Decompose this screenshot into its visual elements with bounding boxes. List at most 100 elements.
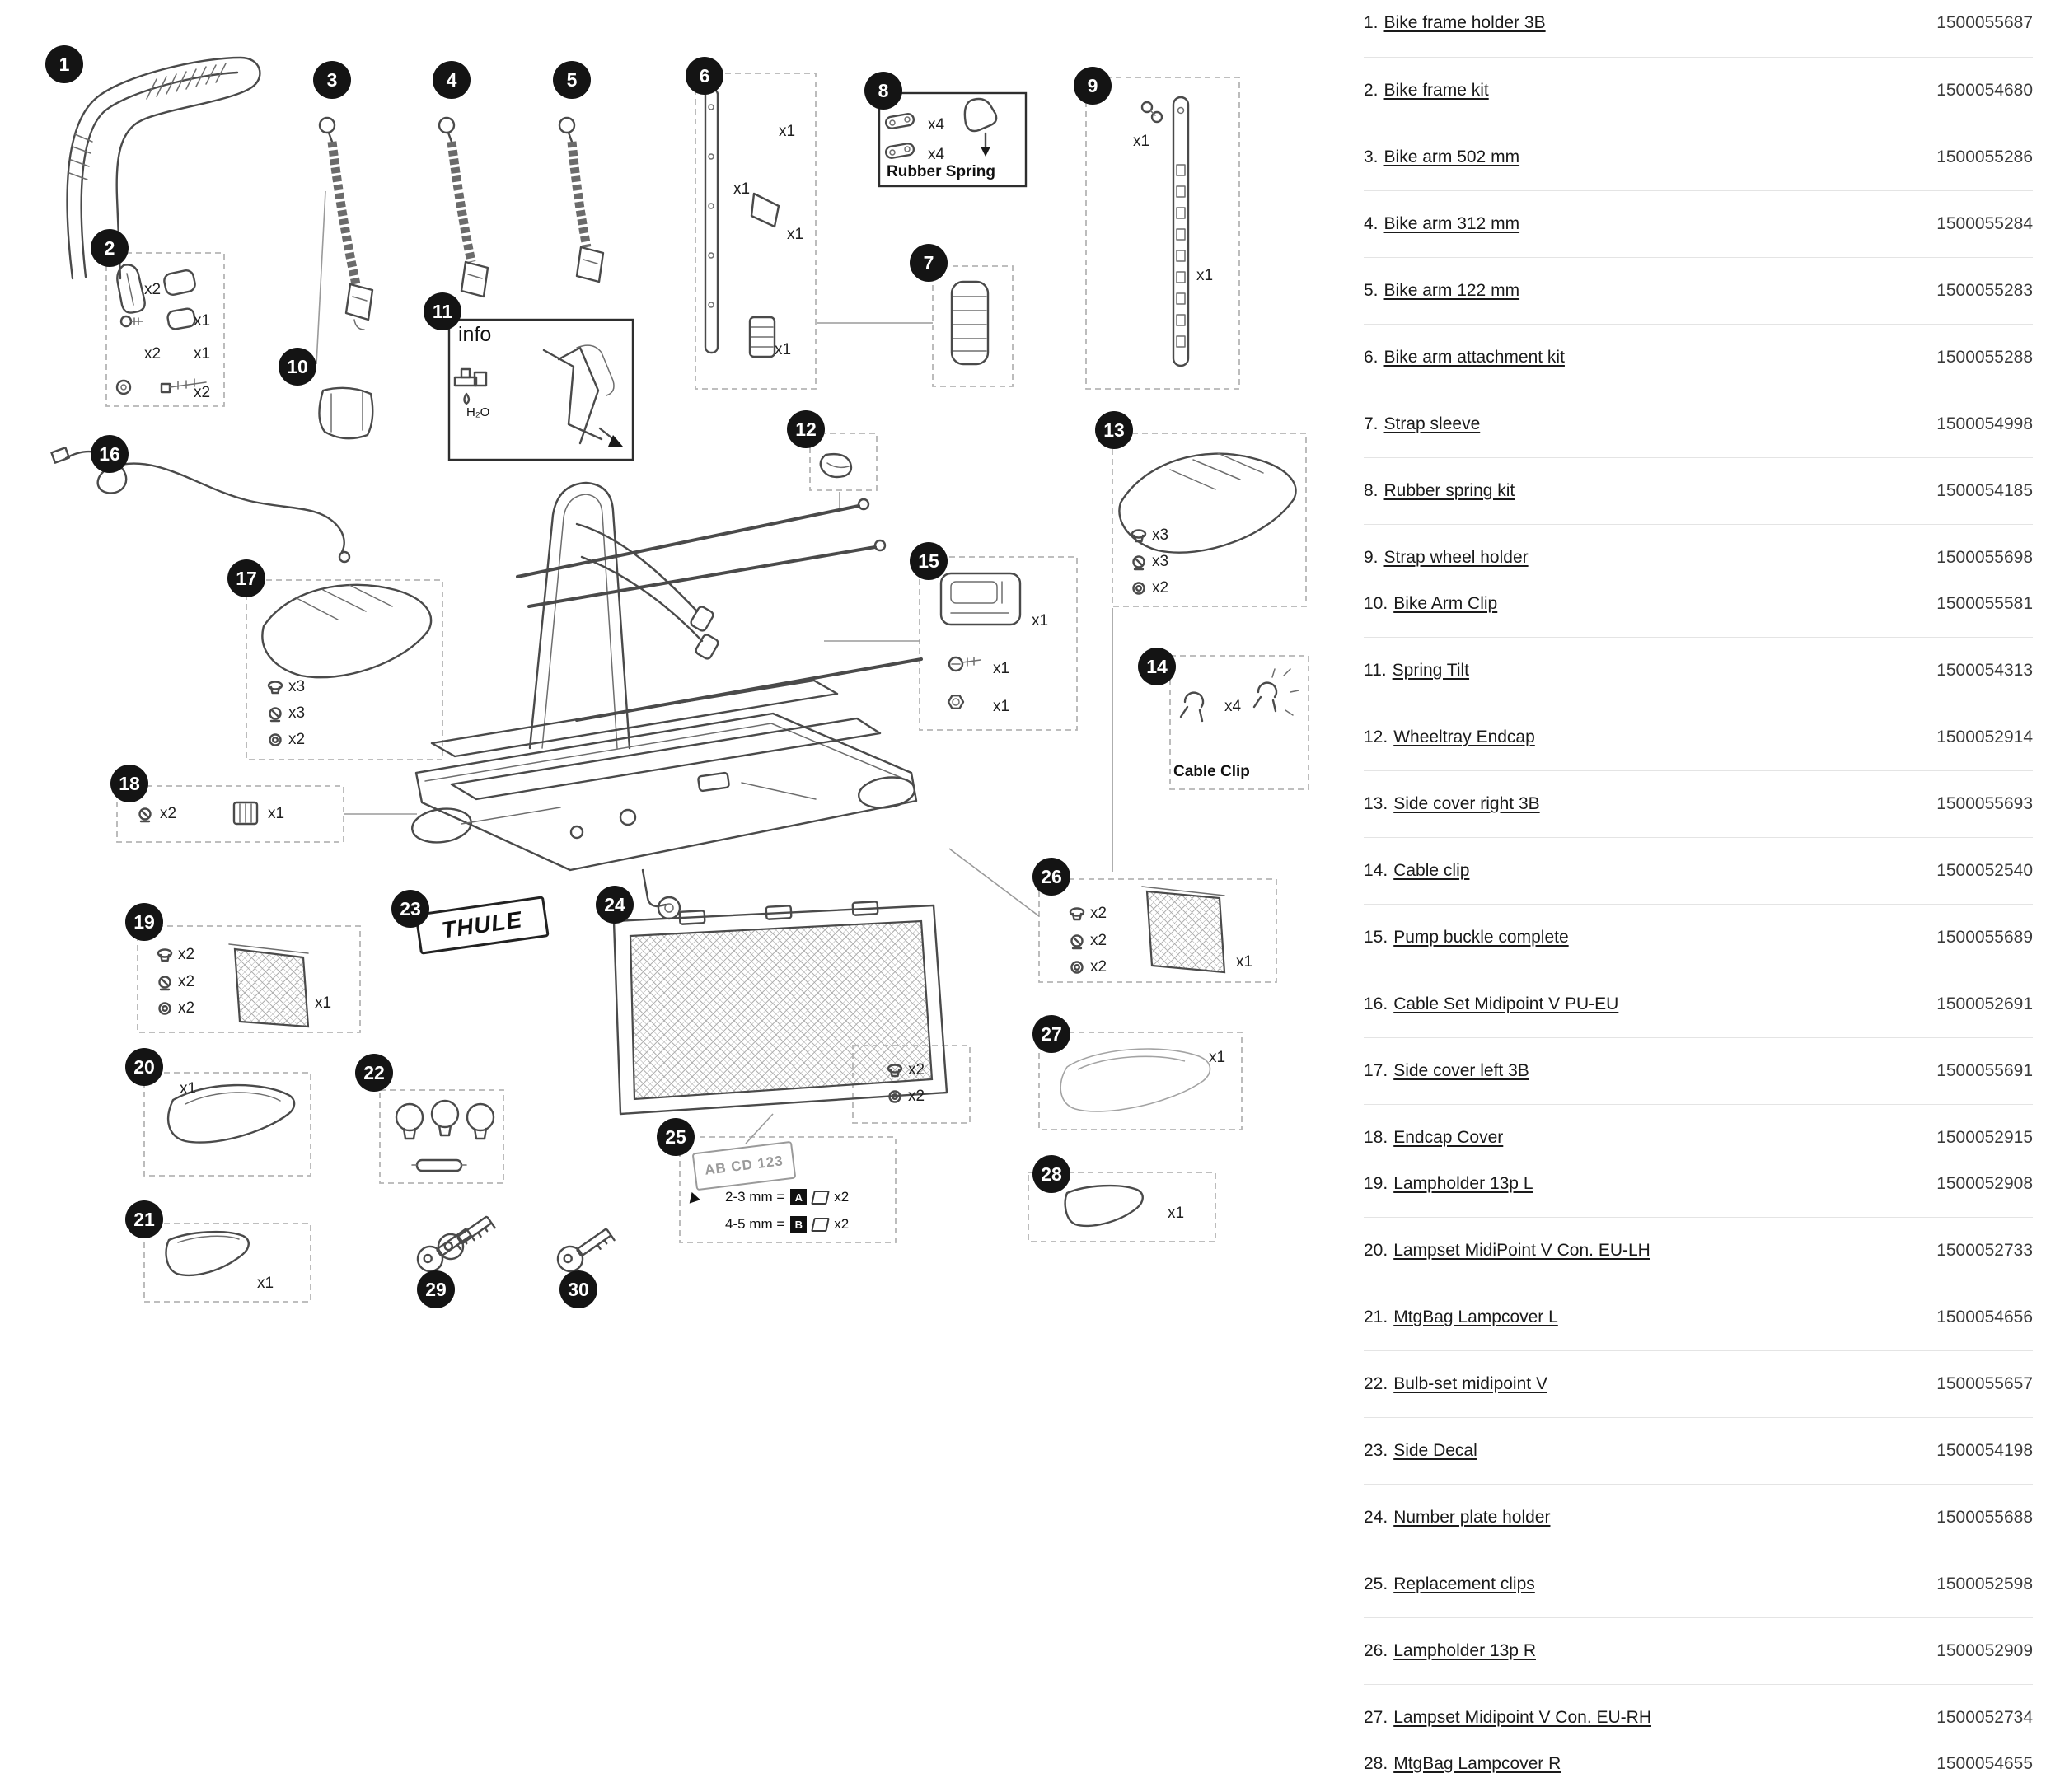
part-name-link[interactable]: Lampset MidiPoint V Con. EU-LH	[1393, 1241, 1650, 1260]
parts-list-row: 14.Cable clip 1500052540	[1364, 837, 2033, 904]
qty-label: x4	[1224, 698, 1242, 715]
part-number-index: 19.	[1364, 1174, 1388, 1193]
part-sku: 1500052598	[1936, 1574, 2033, 1593]
part-badge-8: 8	[864, 72, 902, 110]
part-number-index: 23.	[1364, 1441, 1388, 1460]
part-badge-10: 10	[279, 348, 316, 386]
clip-qty: x2	[834, 1189, 850, 1205]
part-name-link[interactable]: Wheeltray Endcap	[1393, 728, 1535, 746]
part-name-link[interactable]: Cable clip	[1393, 861, 1470, 880]
part-name-link[interactable]: Cable Set Midipoint V PU-EU	[1393, 994, 1619, 1013]
part-sku: 1500055657	[1936, 1374, 2033, 1393]
part-label: 28.MtgBag Lampcover R	[1364, 1754, 1561, 1774]
qty-label: x1	[778, 123, 796, 140]
part-number-index: 25.	[1364, 1574, 1388, 1593]
qty-label: x4	[927, 146, 945, 163]
part-sku: 1500055581	[1936, 594, 2033, 613]
part-sku: 1500055288	[1936, 348, 2033, 367]
parts-list-row: 10.Bike Arm Clip 1500055581	[1364, 591, 2033, 637]
part-name-link[interactable]: Endcap Cover	[1393, 1128, 1504, 1147]
part-label: 24.Number plate holder	[1364, 1508, 1550, 1528]
part-name-link[interactable]: Replacement clips	[1393, 1574, 1535, 1593]
part-name-link[interactable]: Bike arm attachment kit	[1383, 348, 1565, 367]
parts-list-row: 11.Spring Tilt 1500054313	[1364, 637, 2033, 704]
part-label: 18.Endcap Cover	[1364, 1128, 1503, 1148]
qty-label: x2	[1089, 932, 1107, 949]
part-name-link[interactable]: Spring Tilt	[1392, 661, 1470, 680]
part-badge-18: 18	[110, 765, 148, 802]
qty-label: x1	[774, 341, 792, 358]
parts-list-row: 20.Lampset MidiPoint V Con. EU-LH 150005…	[1364, 1217, 2033, 1284]
part-number-index: 4.	[1364, 214, 1379, 233]
part-name-link[interactable]: Bike arm 502 mm	[1383, 147, 1520, 166]
part-badge-20: 20	[125, 1048, 163, 1086]
qty-label: x1	[1167, 1205, 1185, 1222]
part-15-drawing	[939, 572, 1022, 709]
part-name-link[interactable]: Side cover left 3B	[1393, 1061, 1529, 1080]
part-number-index: 27.	[1364, 1708, 1388, 1727]
part-sku: 1500054313	[1936, 661, 2033, 680]
part-badge-14: 14	[1138, 648, 1176, 685]
part-sku: 1500055286	[1936, 147, 2033, 166]
part-name-link[interactable]: Strap wheel holder	[1383, 548, 1529, 567]
part-sku: 1500055687	[1936, 13, 2033, 32]
parts-list-row: 24.Number plate holder 1500055688	[1364, 1484, 2033, 1551]
qty-label: x2	[177, 999, 195, 1017]
parts-list-row: 8.Rubber spring kit 1500054185	[1364, 457, 2033, 524]
part-name-link[interactable]: Side Decal	[1393, 1441, 1477, 1460]
qty-label: x1	[786, 226, 804, 243]
part-sku: 1500052691	[1936, 994, 2033, 1013]
parts-list-row: 15.Pump buckle complete 1500055689	[1364, 904, 2033, 971]
parts-list-row: 22.Bulb-set midipoint V 1500055657	[1364, 1350, 2033, 1417]
part-name-link[interactable]: Bike frame holder 3B	[1383, 13, 1546, 32]
part-name-link[interactable]: Lampset Midipoint V Con. EU-RH	[1393, 1708, 1651, 1727]
qty-label: x2	[177, 946, 195, 963]
qty-label: x2	[193, 384, 211, 401]
part-number-index: 16.	[1364, 994, 1388, 1013]
part-4-drawing	[438, 116, 489, 298]
part-5-drawing	[558, 116, 605, 283]
part-name-link[interactable]: Bulb-set midipoint V	[1393, 1374, 1547, 1393]
part-number-index: 7.	[1364, 414, 1379, 433]
part-name-link[interactable]: MtgBag Lampcover L	[1393, 1308, 1558, 1326]
part-2-drawing	[115, 264, 207, 395]
leader-lines	[316, 190, 1113, 1144]
part-name-link[interactable]: MtgBag Lampcover R	[1393, 1754, 1561, 1773]
parts-list-row: 25. Replacement clips 1500052598	[1364, 1551, 2033, 1617]
part-13-drawing	[1118, 452, 1297, 595]
part-name-link[interactable]: Lampholder 13p R	[1393, 1641, 1536, 1660]
part-sku: 1500054656	[1936, 1308, 2033, 1326]
part-sku: 1500055698	[1936, 548, 2033, 567]
rack-assembly-drawing	[411, 481, 923, 920]
qty-label: x2	[143, 281, 162, 298]
part-26-drawing	[1069, 886, 1226, 974]
part-name-link[interactable]: Bike Arm Clip	[1393, 594, 1498, 613]
part-30-drawing	[551, 1220, 617, 1278]
parts-list-row: 13.Side cover right 3B 1500055693	[1364, 770, 2033, 837]
part-label: 4.Bike arm 312 mm	[1364, 214, 1519, 234]
part-label: 2.Bike frame kit	[1364, 81, 1489, 101]
qty-label: x1	[1235, 953, 1253, 971]
qty-label: x4	[927, 116, 945, 133]
part-name-link[interactable]: Strap sleeve	[1383, 414, 1481, 433]
qty-label: x2	[907, 1088, 925, 1105]
part-number-index: 5.	[1364, 281, 1379, 300]
part-name-link[interactable]: Bike frame kit	[1383, 81, 1489, 100]
part-sku: 1500054185	[1936, 481, 2033, 500]
part-name-link[interactable]: Bike arm 312 mm	[1383, 214, 1520, 233]
part-name-link[interactable]: Side cover right 3B	[1393, 794, 1540, 813]
part-name-link[interactable]: Bike arm 122 mm	[1383, 281, 1520, 300]
part-label: 15.Pump buckle complete	[1364, 928, 1569, 947]
part-name-link[interactable]: Rubber spring kit	[1383, 481, 1515, 500]
part-name-link[interactable]: Pump buckle complete	[1393, 928, 1569, 947]
part-name-link[interactable]: Lampholder 13p L	[1393, 1174, 1533, 1193]
qty-label: x1	[1132, 133, 1150, 150]
parts-list-row: 16. Cable Set Midipoint V PU-EU 150005269…	[1364, 971, 2033, 1037]
decal-text: THULE	[440, 906, 524, 943]
part-sku: 1500055283	[1936, 281, 2033, 300]
part-badge-16: 16	[91, 435, 129, 473]
part-name-link[interactable]: Number plate holder	[1393, 1508, 1551, 1527]
part-label: 19. Lampholder 13p L	[1364, 1174, 1533, 1194]
part-label: 27. Lampset Midipoint V Con. EU-RH	[1364, 1708, 1651, 1728]
